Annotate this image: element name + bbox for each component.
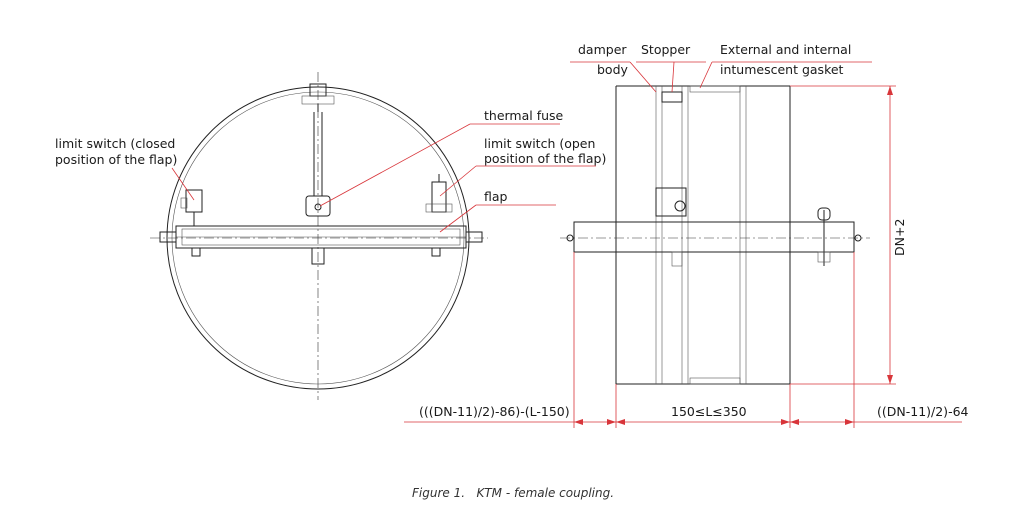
- label-flap: flap: [484, 189, 508, 204]
- label-gasket-2: intumescent gasket: [720, 62, 844, 77]
- leader-lines: [171, 61, 872, 233]
- label-damper-body-2: body: [597, 62, 629, 77]
- label-gasket-1: External and internal: [720, 42, 851, 57]
- label-limit-switch-closed-2: position of the flap): [55, 152, 177, 167]
- label-damper-body-1: damper: [578, 42, 627, 57]
- dimension-lines: [404, 85, 962, 428]
- front-view: [150, 72, 488, 400]
- label-stopper: Stopper: [641, 42, 691, 57]
- figure-caption: Figure 1. KTM - female coupling.: [412, 486, 614, 500]
- label-limit-switch-open-1: limit switch (open: [484, 136, 595, 151]
- dimension-middle: 150≤L≤350: [671, 404, 747, 419]
- label-thermal-fuse: thermal fuse: [484, 108, 564, 123]
- label-limit-switch-open-2: position of the flap): [484, 151, 606, 166]
- dimension-right: ((DN-11)/2)-64: [877, 404, 969, 419]
- dimension-height: DN+2: [892, 219, 907, 256]
- side-view: [560, 85, 870, 385]
- dimension-left: (((DN-11)/2)-86)-(L-150): [419, 404, 570, 419]
- label-limit-switch-closed-1: limit switch (closed: [55, 136, 175, 151]
